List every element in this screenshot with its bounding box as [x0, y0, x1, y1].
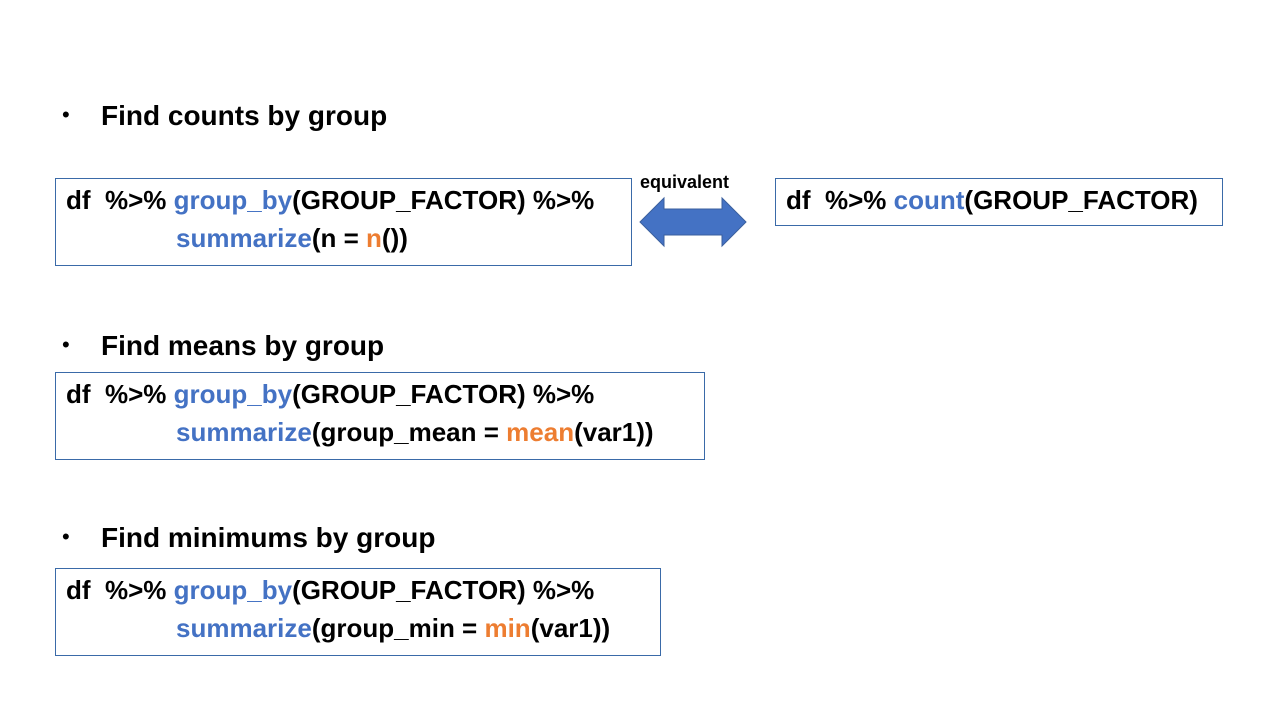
equivalent-label: equivalent: [640, 172, 730, 192]
code-fn-group-by: group_by: [173, 185, 293, 215]
code-block-means: df %>% group_by(GROUP_FACTOR) %>% summar…: [55, 372, 705, 460]
code-group-factor: (GROUP_FACTOR) %>%: [292, 575, 595, 605]
code-close: (var1)): [574, 417, 654, 447]
code-line-1: df %>% group_by(GROUP_FACTOR) %>%: [66, 181, 621, 219]
heading-minimums: • Find minimums by group: [62, 524, 435, 552]
code-group-factor: (GROUP_FACTOR) %>%: [292, 185, 595, 215]
code-line-1: df %>% group_by(GROUP_FACTOR) %>%: [66, 571, 650, 609]
code-fn-summarize: summarize: [176, 613, 312, 643]
code-group-factor: (GROUP_FACTOR): [964, 185, 1198, 215]
heading-means-text: Find means by group: [101, 330, 385, 361]
code-close: ()): [381, 223, 408, 253]
code-block-counts: df %>% group_by(GROUP_FACTOR) %>% summar…: [55, 178, 632, 266]
code-df-pipe: df %>%: [66, 575, 174, 605]
double-headed-arrow-icon: [639, 196, 747, 248]
heading-means: • Find means by group: [62, 332, 384, 360]
heading-counts-text: Find counts by group: [101, 100, 388, 131]
bullet-dot: •: [62, 332, 70, 357]
heading-minimums-text: Find minimums by group: [101, 522, 436, 553]
code-line-1: df %>% group_by(GROUP_FACTOR) %>%: [66, 375, 694, 413]
code-line-2: summarize(group_mean = mean(var1)): [66, 413, 694, 451]
code-block-minimums: df %>% group_by(GROUP_FACTOR) %>% summar…: [55, 568, 661, 656]
code-close: (var1)): [530, 613, 611, 643]
code-group-factor: (GROUP_FACTOR) %>%: [292, 379, 595, 409]
code-block-count-alt: df %>% count(GROUP_FACTOR): [775, 178, 1223, 226]
code-line-2: summarize(n = n()): [66, 219, 621, 257]
code-line-1: df %>% count(GROUP_FACTOR): [786, 181, 1212, 219]
code-fn-group-by: group_by: [173, 575, 293, 605]
code-args: (n =: [311, 223, 367, 253]
code-fn-group-by: group_by: [173, 379, 293, 409]
heading-counts: • Find counts by group: [62, 102, 387, 130]
code-fn-n: n: [366, 223, 382, 253]
code-args: (group_mean =: [311, 417, 507, 447]
bullet-dot: •: [62, 524, 70, 549]
code-fn-summarize: summarize: [176, 223, 312, 253]
code-fn-count: count: [893, 185, 965, 215]
code-fn-summarize: summarize: [176, 417, 312, 447]
code-df-pipe: df %>%: [786, 185, 894, 215]
code-fn-mean: mean: [506, 417, 575, 447]
code-fn-min: min: [484, 613, 531, 643]
code-args: (group_min =: [311, 613, 485, 643]
code-line-2: summarize(group_min = min(var1)): [66, 609, 650, 647]
bullet-dot: •: [62, 102, 70, 127]
code-df-pipe: df %>%: [66, 185, 174, 215]
code-df-pipe: df %>%: [66, 379, 174, 409]
